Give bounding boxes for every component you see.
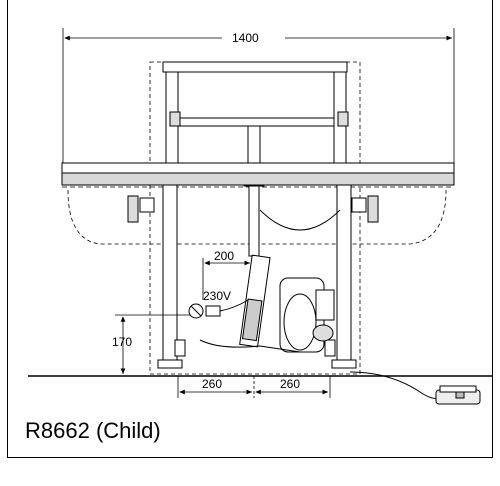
left-half-label: 260	[202, 377, 222, 391]
lower-legs	[157, 184, 357, 369]
overall-width-label: 1400	[232, 31, 259, 45]
right-half-label: 260	[280, 377, 300, 391]
height-label: 170	[112, 335, 132, 349]
upper-frame	[162, 61, 349, 173]
motor-offset-label: 200	[214, 249, 234, 263]
table-top	[61, 162, 455, 245]
diagram-caption: R8662 (Child)	[25, 418, 161, 443]
foot-pedal-icon	[349, 371, 481, 405]
voltage-label: 230V	[203, 289, 231, 303]
overall-width-dimension: 1400	[62, 28, 455, 165]
figure-frame	[7, 0, 493, 458]
base-width-dimension: 260 260	[177, 376, 331, 398]
height-dimension: 170	[112, 314, 190, 374]
lift-motor-unit	[199, 185, 341, 353]
motor-offset-dimension: 200 230V	[202, 249, 250, 303]
power-plug-icon	[188, 299, 249, 319]
